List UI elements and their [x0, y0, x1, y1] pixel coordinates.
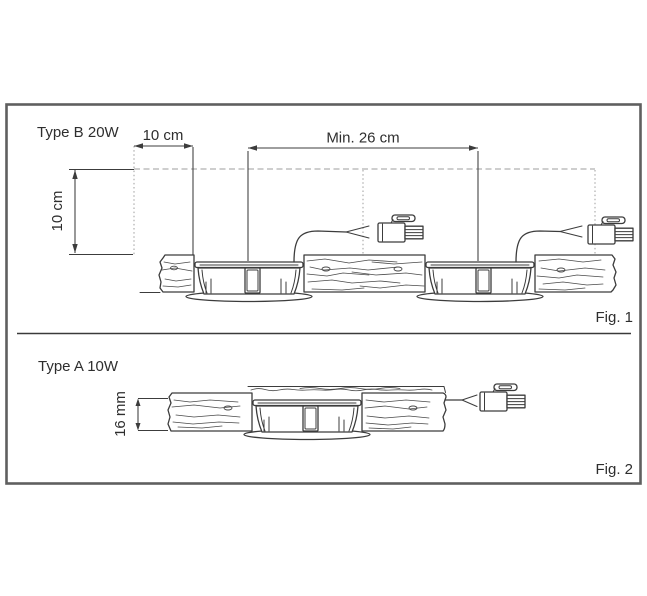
- fig1-type-label: Type B 20W: [37, 124, 120, 141]
- fig2-section: Type A 10W: [38, 358, 633, 478]
- panel-top-strip: [247, 386, 446, 393]
- cable-fork-3: [461, 394, 478, 407]
- fig1-section: Type B 20W 10 cm Min. 26 cm 10 cm: [37, 124, 634, 326]
- dim-min-26cm-label: Min. 26 cm: [326, 130, 399, 147]
- dim-10cm-vertical: 10 cm: [49, 168, 134, 256]
- recessed-light-fixture-2: [416, 261, 544, 303]
- fig2-type-label: Type A 10W: [38, 358, 119, 375]
- cable-fork-2: [559, 225, 583, 238]
- fig1-caption: Fig. 1: [595, 309, 633, 326]
- power-cable-2: [515, 230, 561, 263]
- dim-10cm-top-label: 10 cm: [143, 127, 184, 144]
- wood-grain: [171, 399, 431, 430]
- dim-10cm-horizontal: 10 cm: [134, 127, 194, 256]
- fig2-caption: Fig. 2: [595, 461, 633, 478]
- wood-panel-fig2: [167, 392, 447, 432]
- dim-min-26cm: Min. 26 cm: [247, 130, 479, 261]
- wood-panel-fig1: [139, 254, 617, 293]
- cable-fork-1: [345, 225, 370, 239]
- dim-16mm-label: 16 mm: [112, 391, 129, 437]
- recessed-light-fixture-3: [243, 399, 371, 441]
- dim-10cm-left-label: 10 cm: [49, 191, 66, 232]
- wood-grain: [161, 258, 606, 291]
- dim-16mm: 16 mm: [112, 391, 168, 437]
- power-cable-1: [293, 230, 347, 263]
- recessed-light-fixture-1: [185, 261, 313, 303]
